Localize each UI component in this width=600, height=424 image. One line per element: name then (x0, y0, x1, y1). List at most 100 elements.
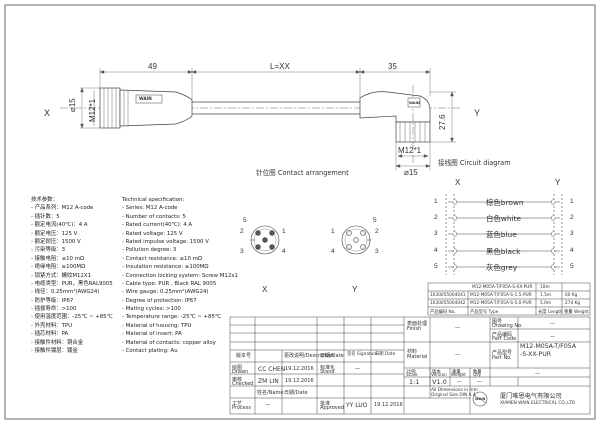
pin-number: 4 (282, 248, 286, 255)
spec-line: - Connection locking system: Screw M12x1 (122, 272, 238, 279)
spec-line: - 插针数：5 (31, 213, 60, 220)
spec-line: - 插拔寿命：>100 (31, 306, 77, 313)
pinout-face-x (250, 225, 280, 255)
version-label-en: Version (431, 373, 447, 378)
variant-cell: M12-M05A-T/F05A-S-XX-PUR (472, 285, 533, 290)
circuit-diagram (445, 194, 563, 275)
weight-label-en: Weight (451, 373, 466, 378)
pin-dot (262, 237, 268, 243)
wire-label-blue: 蓝色blue (486, 230, 517, 239)
variant-cell: 10m (540, 285, 550, 290)
spec-line: - Cable type: PUR , Black RAL 9005 (122, 280, 217, 287)
dimension-lines (80, 68, 456, 170)
pinout-label-x: X (262, 285, 268, 294)
wire-label-white: 白色white (486, 214, 522, 223)
socket-hole (353, 237, 359, 243)
process-name: — (265, 402, 270, 408)
spec-line: - Wire gauge: 0.25mm²(AWG24) (122, 289, 209, 296)
drawing-no-label-cn: 图号 (492, 319, 503, 325)
spec-line: - Mating cycles: >100 (122, 306, 181, 313)
scale-label: 比例 (407, 370, 416, 375)
variant-table-grid (427, 282, 591, 316)
spec-line: Technical specification: (122, 197, 185, 203)
rev-desc-header: 更改说明/Description (284, 353, 335, 359)
spec-line: - Material of insert: PA (122, 331, 182, 338)
circuit-label-y: Y (555, 178, 561, 187)
spec-line: - Contact resistance: ≤10 mΩ (122, 255, 202, 262)
spec-line: - 额定电压：125 V (31, 230, 78, 237)
process-label-cn: 工艺 (232, 401, 243, 407)
variant-cell: 1.5m (540, 293, 552, 298)
variant-cell: 274 Kg (565, 301, 581, 306)
scale-value: 1:1 (409, 378, 420, 386)
spec-line: - Series: M12 A-code (122, 205, 178, 212)
date-header: 日期/Date (284, 390, 308, 396)
spec-line: - Rated current(40℃): 4 A (122, 222, 193, 229)
company-name-en: XIAMEN WAIN ELECTRICAL CO.,LTD (500, 401, 576, 406)
dim-dia-15-right: ⌀15 (404, 168, 418, 177)
rev-sign-header: 签名 Signature (347, 352, 378, 357)
spec-line: - 外壳材料：TPU (31, 322, 73, 329)
drawing-border (4, 4, 596, 420)
dim-thread-left: M12*1 (88, 98, 97, 122)
part-code-label-cn: 产品编码 (492, 332, 513, 338)
dim-49: 49 (148, 62, 157, 71)
connector-logo-left: WAIN (139, 96, 152, 101)
variant-cell: 1630055004041 (430, 293, 466, 298)
drawn-label-en: Drawn (232, 369, 249, 375)
drawn-date: 19.12.2016 (285, 366, 314, 372)
pin-dot (269, 244, 275, 250)
scale-label-en: Scale (406, 373, 418, 378)
pinout-label-y: Y (352, 285, 358, 294)
tolerance-note-2: Original Size DIN A 4 (431, 393, 476, 398)
pin-number: 3 (240, 248, 244, 255)
spec-line: - Insulation resistance: ≥100MΩ (122, 264, 209, 271)
weight-value: — (457, 379, 462, 385)
material-label-cn: 材料 (407, 349, 418, 355)
drawn-label-cn: 绘图 (232, 365, 243, 371)
spec-line: - 接触件镀层：镀金 (31, 348, 78, 355)
dim-27-6: 27.6 (438, 114, 447, 130)
pin-number: 1 (282, 228, 286, 235)
company-logo-icon (472, 391, 488, 407)
spec-line: - Material of contacts: copper alloy (122, 339, 216, 346)
connector-logo-box-right (407, 97, 421, 108)
dim-thread-right: M12*1 (398, 146, 422, 155)
contact-arrangement-title: 针位图 Contact arrangement (256, 169, 349, 177)
circuit-pin-right: 4 (570, 247, 574, 254)
approved-label-cn: 批准 (320, 401, 331, 407)
spec-line: - Temperature range: -25℃ ~ +85℃ (122, 314, 221, 321)
spec-line: - 使用温度范围：-25℃ ~ +85℃ (31, 314, 113, 321)
spec-line: - Rated impulse voltage: 1500 V (122, 238, 209, 245)
finish-label-cn: 表面处理 (407, 321, 428, 327)
circuit-diagram-title: 接线图 Circuit diagram (438, 159, 511, 167)
part-no-label-en: Part No. (492, 355, 512, 361)
pin-number: 2 (240, 228, 244, 235)
dim-dia-15-left: ⌀15 (68, 98, 77, 112)
standard-label-cn: 标准化 (320, 365, 336, 371)
spec-line: - Degree of protection: IP67 (122, 297, 197, 304)
pin-number: 4 (331, 248, 335, 255)
spec-line: - Rated voltage: 125 V (122, 230, 183, 237)
part-code-label-en: Part Code (492, 336, 517, 342)
circuit-pin-right: 2 (570, 214, 574, 221)
standard-value: — (355, 366, 360, 372)
circuit-pin-right: 5 (570, 263, 574, 270)
company-name-cn: 厦门唯恩电气有限公司 (500, 393, 562, 400)
spec-line: - Contact plating: Au (122, 348, 178, 355)
rev-no-header: 版本号 (236, 353, 252, 359)
socket-hole (360, 230, 366, 236)
qty-label: 数量 (473, 370, 482, 375)
spec-list-chinese: 技术参数： - 产品系列：M12 A-code - 插针数：5 - 额定电流(4… (31, 196, 143, 355)
dim-l: L=XX (270, 62, 290, 71)
spec-line: - Number of contacts: 5 (122, 213, 186, 220)
variant-cell: 5.0m (540, 301, 552, 306)
variant-cell: M12-M05A-T/F05A-S-1.5-PUR (470, 293, 532, 298)
pin-number: 5 (373, 217, 377, 224)
part-no-label-cn: 产品型号 (492, 350, 513, 356)
pin-dot (255, 244, 261, 250)
spec-line: - 接触电阻：≤10 mΩ (31, 255, 85, 262)
drawing-no-value: — (550, 321, 555, 327)
name-header: 姓名/Name (257, 390, 284, 396)
